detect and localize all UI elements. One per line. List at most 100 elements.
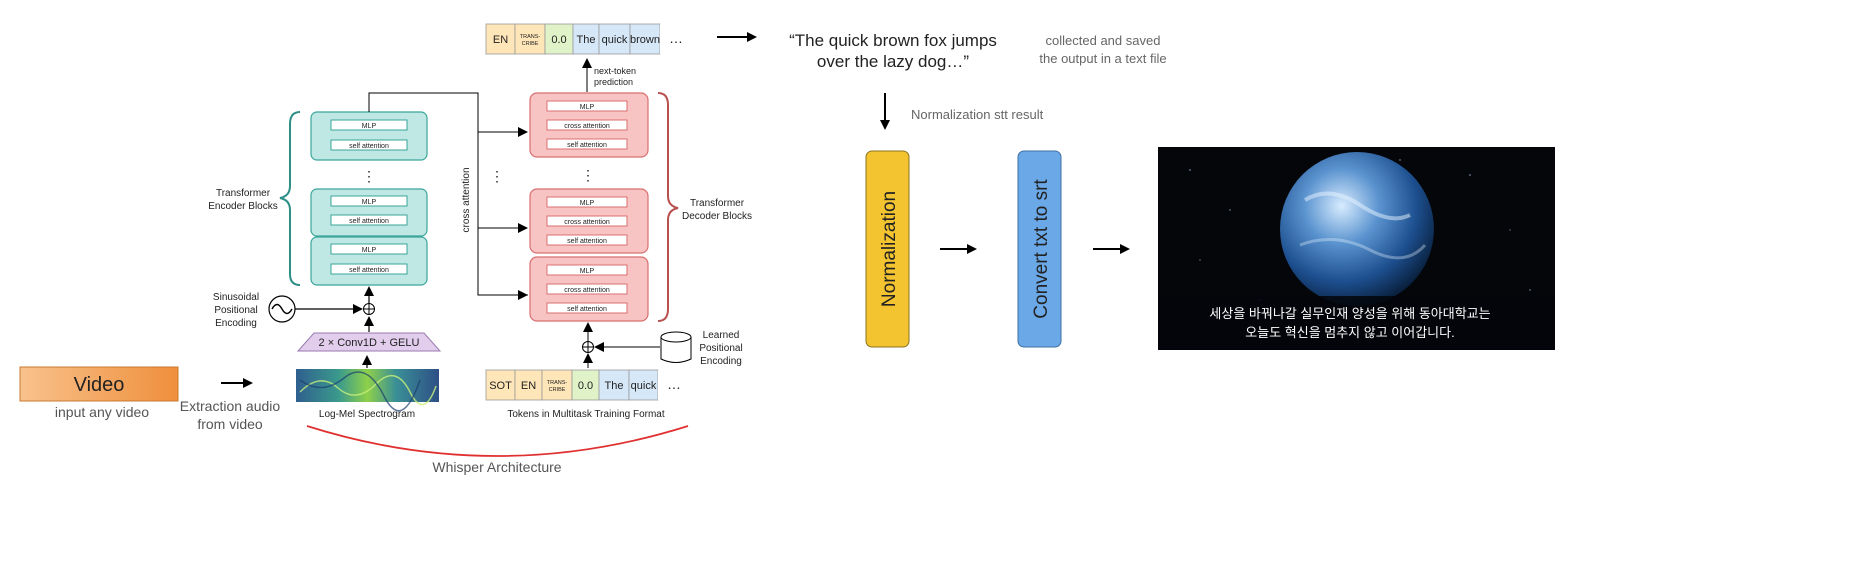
encoder-self-attn-1-label: self attention — [349, 267, 389, 274]
input-token-label: EN — [521, 380, 536, 392]
saved-line2: the output in a text file — [1039, 51, 1166, 66]
extraction-line2: from video — [197, 416, 263, 432]
input-token-label: 0.0 — [578, 380, 593, 392]
decoder-self-attn-2-label: self attention — [567, 238, 607, 245]
encoder-mlp-2 — [330, 195, 408, 207]
extraction-line1: Extraction audio — [180, 398, 281, 414]
whisper-architecture-curve — [306, 425, 689, 457]
encoder-title-line1: Transformer — [216, 188, 271, 199]
input-cell — [514, 369, 543, 401]
encoder-self-attn-2 — [330, 214, 408, 226]
encoder-mlp-1-label: MLP — [362, 247, 377, 254]
input-token-label: … — [667, 376, 681, 392]
input-cell — [541, 369, 573, 401]
decoder-self-attn-n — [546, 138, 628, 150]
input-tokens-label: Tokens in Multitask Training Format — [507, 409, 665, 420]
encoder-mlp-2-label: MLP — [362, 199, 377, 206]
output-token-label: 0.0 — [551, 34, 566, 46]
video-input-box: Video — [19, 366, 179, 402]
decoder-sum-icon — [582, 341, 594, 353]
decoder-mlp-1 — [546, 264, 628, 276]
encoder-self-attn-n-label: self attention — [349, 143, 389, 150]
decoder-title-line1: Transformer — [690, 198, 745, 209]
input-token-row: SOT EN TRANS-CRIBE 0.0 The quick … — [485, 369, 690, 401]
conv-block — [296, 332, 442, 352]
whisper-architecture-label: Whisper Architecture — [432, 459, 561, 475]
learned-line3: Encoding — [700, 356, 742, 367]
decoder-mlp-2-label: MLP — [580, 200, 595, 207]
saved-line1: collected and saved — [1046, 33, 1161, 48]
output-token-label: brown — [630, 34, 660, 46]
output-token-label: … — [669, 30, 683, 46]
encoder-mlp-1 — [330, 243, 408, 255]
decoder-mlp-n — [546, 100, 628, 112]
output-token-label: EN — [493, 34, 508, 46]
decoder-cross-attn-2-label: cross attention — [564, 219, 610, 226]
learned-line1: Learned — [703, 330, 740, 341]
decoder-title-line2: Decoder Blocks — [682, 211, 752, 222]
subtitle-line1: 세상을 바꿔나갈 실무인재 양성을 위해 동아대학교는 — [1209, 306, 1490, 321]
conv-label: 2 × Conv1D + GELU — [319, 337, 420, 349]
input-cell — [628, 369, 659, 401]
cross-attention-label: cross attention — [461, 167, 472, 232]
encoder-blocks: MLP self attention MLP self attention ⋮ … — [310, 111, 428, 286]
sinusoidal-line3: Encoding — [215, 318, 257, 329]
transcript-line1: “The quick brown fox jumps — [789, 31, 997, 50]
output-cell — [660, 24, 692, 54]
stars — [1189, 159, 1531, 301]
input-cell — [598, 369, 630, 401]
output-token-label: quick — [602, 34, 628, 46]
decoder-cross-attn-n — [546, 119, 628, 131]
decoder-blocks: MLP cross attention self attention ⋮ MLP… — [529, 92, 649, 322]
decoder-mlp-2 — [546, 196, 628, 208]
encoder-self-attn-2-label: self attention — [349, 218, 389, 225]
log-mel-spectrogram — [296, 369, 439, 412]
database-icon — [660, 331, 692, 363]
output-cell — [544, 23, 574, 55]
output-token-label: CRIBE — [522, 41, 539, 47]
input-token-label: CRIBE — [549, 387, 566, 393]
convert-box — [1017, 150, 1062, 348]
decoder-dots: ⋮ — [581, 167, 595, 183]
decoder-self-attn-n-label: self attention — [567, 142, 607, 149]
sinusoidal-wave-icon — [268, 295, 296, 323]
middle-dots: ⋮ — [490, 168, 504, 184]
encoder-block-n — [310, 111, 428, 161]
sinusoidal-line1: Sinusoidal — [213, 292, 259, 303]
decoder-self-attn-2 — [546, 234, 628, 246]
normalization-result-label: Normalization stt result — [911, 107, 1044, 122]
convert-label: Convert txt to srt — [1031, 179, 1052, 319]
encoder-title-line2: Encoder Blocks — [208, 201, 277, 212]
encoder-mlp-n-label: MLP — [362, 123, 377, 130]
sinusoidal-line2: Positional — [214, 305, 257, 316]
input-token-label: quick — [631, 380, 657, 392]
next-token-line2: prediction — [594, 77, 633, 87]
subtitle-line2: 오늘도 혁신을 멈추지 않고 이어갑니다. — [1245, 325, 1454, 340]
output-cell — [598, 23, 631, 55]
decoder-self-attn-1 — [546, 302, 628, 314]
decoder-mlp-n-label: MLP — [580, 104, 595, 111]
output-cell — [629, 23, 661, 55]
decoder-cross-attn-n-label: cross attention — [564, 123, 610, 130]
input-token-label: The — [605, 380, 624, 392]
spectrogram-label: Log-Mel Spectrogram — [319, 409, 415, 420]
decoder-mlp-1-label: MLP — [580, 268, 595, 275]
learned-line2: Positional — [699, 343, 742, 354]
decoder-cross-attn-1-label: cross attention — [564, 287, 610, 294]
input-token-label: TRANS- — [547, 380, 568, 386]
output-cell — [572, 23, 600, 55]
encoder-bracket — [279, 111, 301, 286]
decoder-bracket — [657, 92, 679, 322]
transcript-line2: over the lazy dog…” — [817, 52, 969, 71]
input-cell — [658, 370, 690, 400]
input-token-label: SOT — [489, 380, 512, 392]
output-token-label: The — [577, 34, 596, 46]
normalization-box — [865, 150, 910, 348]
encoder-self-attn-n — [330, 139, 408, 151]
decoder-self-attn-1-label: self attention — [567, 306, 607, 313]
encoder-mlp-n — [330, 119, 408, 131]
video-caption: input any video — [55, 404, 149, 420]
input-cell — [485, 369, 516, 401]
